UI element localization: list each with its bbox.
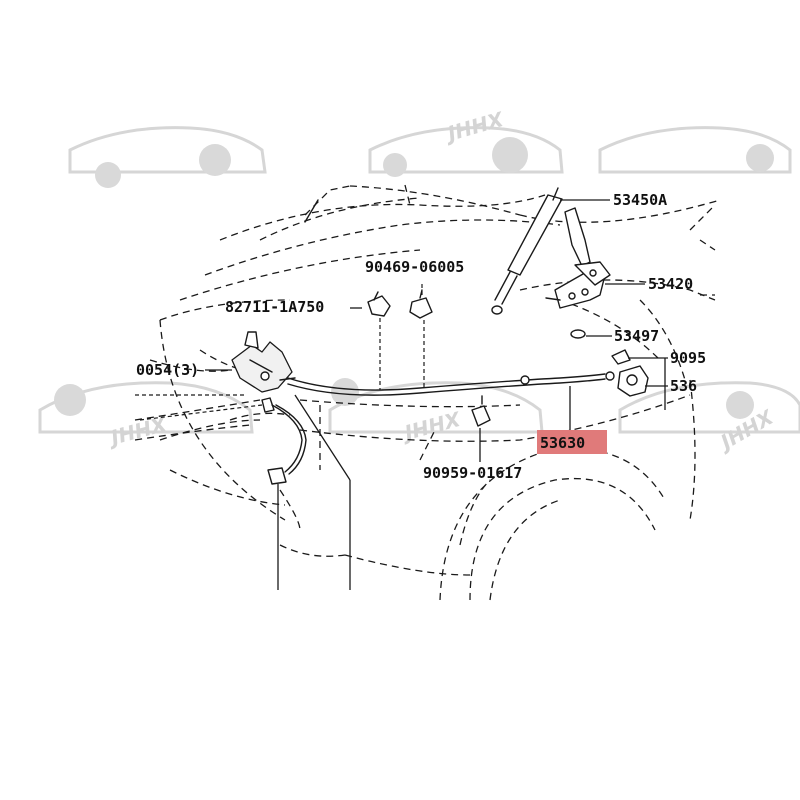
car-body-outline [134,184,721,601]
callout-0054-3: 0054(3) [136,361,199,379]
callout-labels: 53450A 53420 53497 9095 536 53630 90469-… [136,191,706,482]
watermark: JHHX JHHX JHHX JHHX [38,107,800,456]
callout-90959-01617: 90959-01617 [423,464,522,482]
callout-90469-06005: 90469-06005 [365,258,464,276]
harness-connector [261,397,287,485]
cable-clamp [471,395,491,427]
hood-lock [231,331,296,393]
harness-wire [271,404,307,475]
hood-release-cable [287,371,615,396]
hood-hinge [545,207,611,309]
watermark-text: JHHX [104,411,170,450]
highlighted-part-box [537,430,607,454]
hood-support-rod [491,187,563,315]
leader-lines [135,199,668,590]
callout-53630: 53630 [540,434,585,452]
watermark-text: JHHX [441,107,507,147]
callout-53420: 53420 [648,275,693,293]
callout-536: 536 [670,377,697,395]
callout-53497: 53497 [614,327,659,345]
cable-clip [367,291,391,317]
callout-9095: 9095 [670,349,706,367]
washer [570,329,586,339]
release-lever [611,349,649,397]
cable-clip [409,289,433,319]
callout-82711-1A750: 82711-1A750 [225,298,324,316]
callout-53450A: 53450A [613,191,667,209]
